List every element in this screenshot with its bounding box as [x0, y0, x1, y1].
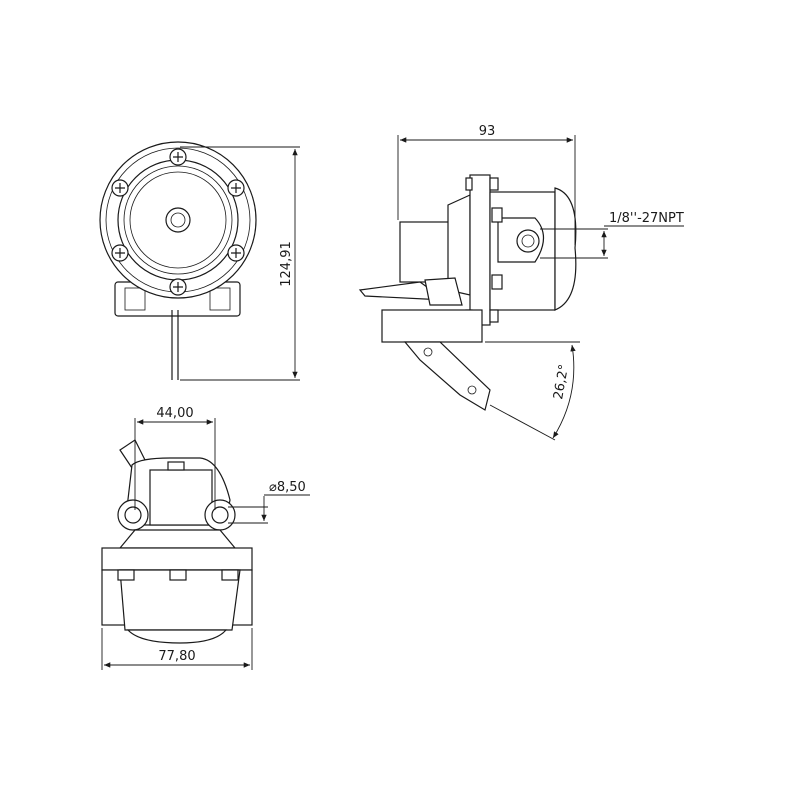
height-dimension-label: 124,91 [279, 241, 294, 287]
screw-heads [111, 148, 245, 296]
length-dimension-label: 93 [479, 124, 496, 139]
hole-diameter-label: ⌀8,50 [269, 480, 306, 495]
thread-callout-label: 1/8''-27NPT [609, 211, 684, 226]
width-dimension-label: 77,80 [158, 649, 195, 664]
angle-label: 26,2° [551, 363, 572, 401]
hole-spacing-label: 44,00 [156, 406, 193, 421]
side-view: 93 1/8''-27NPT 26,2° [358, 124, 684, 441]
bottom-view: 44,00 ⌀8,50 77,80 [101, 406, 310, 670]
front-view: 124,91 [99, 141, 300, 381]
